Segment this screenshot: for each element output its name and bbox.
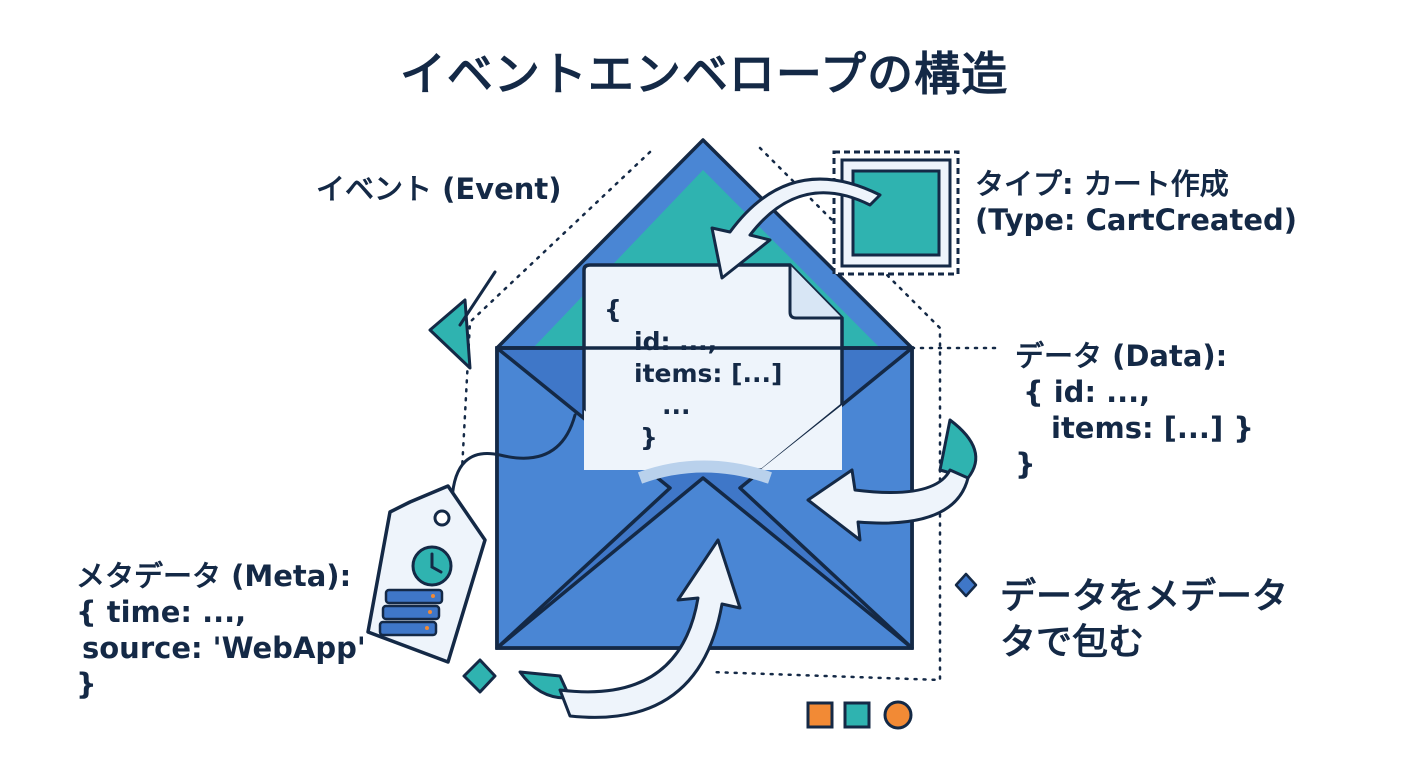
letter-code-open: { [604, 295, 622, 324]
postage-stamp-icon [832, 150, 960, 276]
teal-shard-left [428, 298, 472, 370]
letter-lower [584, 405, 842, 470]
letter-code-line2: items: [...] [634, 359, 783, 388]
clock-icon [411, 545, 453, 587]
letter-code-line1: id: ..., [634, 327, 718, 356]
data-label-heading: データ (Data): [1015, 339, 1228, 373]
data-label: データ (Data): { id: ..., items: [...] } } [1015, 338, 1254, 482]
page-title: イベントエンベロープの構造 [399, 47, 1009, 101]
letter-code: { id: ..., items: [...] ... } [604, 294, 782, 454]
diamond-icon [954, 572, 978, 598]
data-label-line1: { id: ..., [1023, 375, 1151, 409]
server-icon [378, 588, 444, 637]
accent-line [458, 270, 497, 327]
meta-label-line3: } [76, 667, 97, 701]
type-label: タイプ: カート作成 (Type: CartCreated) [975, 166, 1297, 238]
event-label: イベント (Event) [316, 172, 562, 206]
data-label-line3: } [1015, 447, 1036, 481]
letter-code-close: } [640, 423, 658, 452]
diamond-icon [462, 658, 497, 694]
letter-shadow [637, 460, 772, 484]
type-label-line2: (Type: CartCreated) [975, 203, 1298, 237]
curved-arrow-icon [518, 538, 742, 719]
caption-line2: タで包む [1000, 622, 1145, 663]
letter-fold-corner [788, 265, 842, 320]
caption-line1: データをメデータ [1000, 576, 1289, 617]
type-label-line1: タイプ: カート作成 [975, 167, 1229, 201]
curved-arrow-icon [710, 177, 882, 280]
teal-square [843, 701, 871, 729]
meta-label-line1: { time: ..., [76, 595, 247, 629]
meta-label: メタデータ (Meta): { time: ..., source: 'WebA… [76, 558, 366, 702]
letter-paper [582, 263, 844, 472]
meta-label-heading: メタデータ (Meta): [76, 559, 352, 593]
meta-label-line2: source: 'WebApp' [82, 631, 366, 665]
orange-circle [883, 700, 913, 730]
data-label-line2: items: [...] } [1051, 411, 1254, 445]
letter-code-line3: ... [662, 391, 691, 420]
curved-arrow-icon [806, 418, 978, 542]
orange-square [806, 701, 834, 729]
caption: データをメデータ タで包む [1000, 574, 1288, 666]
